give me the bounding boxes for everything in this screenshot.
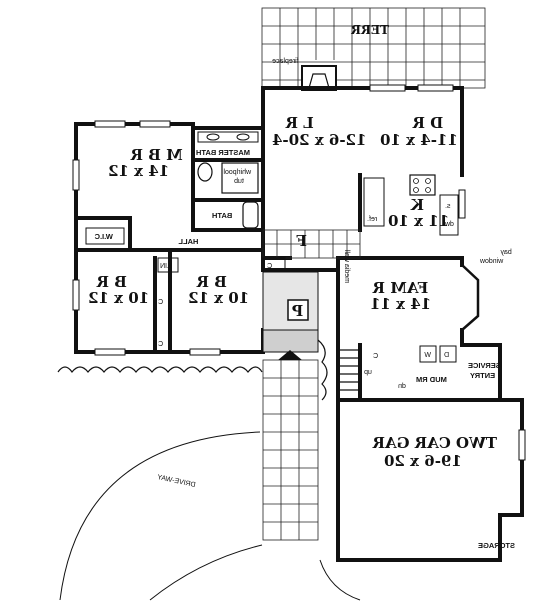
mbr-name: M B R — [130, 146, 183, 164]
storage-label: STORAGE — [478, 541, 515, 550]
dr-name: D R — [412, 114, 443, 132]
fam-r-name: FAM R — [372, 279, 428, 297]
washer-label: W — [424, 352, 431, 359]
driveway-edge-1 — [59, 431, 261, 601]
terrace-paving — [261, 7, 486, 89]
ref-label: ref. — [367, 216, 377, 223]
lr-size: 12-6 x 20-4 — [272, 131, 366, 149]
k-size: 11 x 10 — [388, 212, 449, 230]
mbr-size: 14 x 12 — [108, 162, 169, 180]
closet-label-2: C — [158, 341, 163, 348]
garage-size: 19-6 x 20 — [384, 452, 462, 470]
coat-closet — [262, 257, 286, 273]
k-name: K — [410, 196, 424, 214]
shrubs-porch — [317, 339, 328, 401]
dw-label: dw — [444, 221, 454, 228]
dr-size: 11-4 x 10 — [380, 131, 458, 149]
closet-label-1: C — [158, 299, 163, 306]
dryer — [439, 345, 457, 363]
fireplace-label: fireplace — [272, 58, 299, 65]
up-label: up — [364, 369, 372, 376]
closet-label-3: C — [267, 263, 272, 270]
foyer-tile — [262, 229, 361, 259]
whirlpool-line2: tub — [234, 178, 244, 185]
dryer-label: D — [444, 352, 449, 359]
br-mid-size: 10 x 12 — [188, 289, 249, 307]
service-entry-line1: SERVICE — [468, 361, 501, 370]
sink-label: s. — [445, 203, 451, 210]
dn-label: dn — [398, 383, 406, 390]
br-left-name: B R — [96, 273, 127, 291]
porch-brick — [262, 271, 319, 353]
driveway-edge-3 — [319, 559, 361, 601]
bay-window — [461, 264, 480, 331]
mud-rm-label: MUD RM — [416, 375, 447, 384]
driveway-label: DRIVE-WAY — [156, 474, 196, 489]
shrubs — [57, 366, 263, 373]
wic-label: W.I.C — [94, 232, 113, 241]
bath-label: BATH — [212, 211, 232, 220]
p-label: P — [292, 302, 303, 320]
exterior-walls — [74, 86, 524, 562]
garage-name: TWO CAR GAR — [372, 434, 497, 452]
br-left-size: 10 x 12 — [88, 289, 149, 307]
stairs — [340, 349, 360, 391]
master-bath-fixtures — [197, 131, 259, 229]
entry-step — [278, 350, 302, 360]
wic-shelf — [85, 227, 125, 245]
br-mid-name: B R — [196, 273, 227, 291]
terr-label: TERR — [350, 23, 389, 37]
kitchen-fixtures — [363, 174, 459, 236]
front-walk — [262, 359, 319, 541]
closet-mud-label: C — [373, 353, 378, 360]
washer — [419, 345, 437, 363]
hall-label: HALL — [178, 237, 198, 246]
driveway-edge-2 — [149, 544, 263, 601]
media-wall-label: media wall — [343, 249, 350, 283]
service-entry-line2: ENTRY — [470, 371, 495, 380]
lin-label: LIN — [160, 263, 171, 270]
windows — [72, 84, 526, 461]
bay-window-line2: window — [479, 258, 504, 265]
master-bath-label: MASTER BATH — [196, 148, 250, 157]
bay-window-line1: bay — [500, 249, 512, 256]
linen-closet — [157, 257, 179, 273]
lr-name: L R — [285, 114, 314, 132]
foyer-label: F — [296, 232, 307, 250]
whirlpool-line1: whirlpool — [223, 169, 252, 176]
fam-r-size: 14 x 11 — [370, 295, 431, 313]
